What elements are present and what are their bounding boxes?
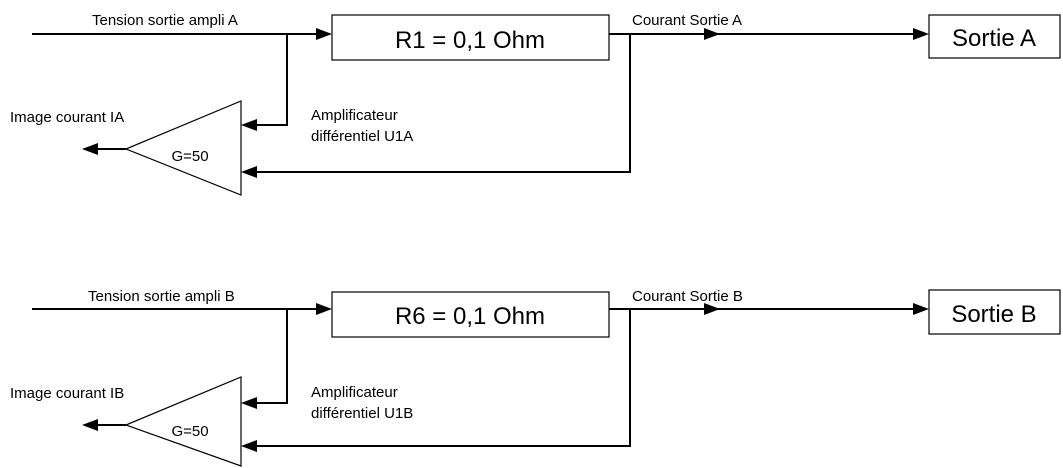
- resistor-box-b: [331, 291, 610, 338]
- output-label-b: Sortie B: [951, 301, 1036, 328]
- current-label-b: Courant Sortie B: [632, 288, 743, 305]
- input-arrow-a: [316, 28, 332, 40]
- feedback-output-arrow-b: [241, 440, 257, 452]
- channel-b: Tension sortie ampli B R6 = 0,1 Ohm Cour…: [10, 288, 1061, 467]
- feedback-input-arrow-a: [241, 119, 257, 131]
- feedback-input-arrow-b: [241, 397, 257, 409]
- resistor-label-a: R1 = 0,1 Ohm: [395, 27, 545, 54]
- amplifier-b: [124, 376, 242, 467]
- input-arrow-b: [316, 303, 332, 315]
- output-box-a: [928, 14, 1061, 59]
- amp-label-a-line1: Amplificateur: [311, 107, 398, 124]
- gain-label-b: G=50: [171, 423, 208, 440]
- channel-a: Tension sortie ampli A R1 = 0,1 Ohm Cour…: [10, 12, 1061, 196]
- amp-label-b-line1: Amplificateur: [311, 384, 398, 401]
- gain-label-a: G=50: [171, 148, 208, 165]
- feedback-output-arrow-a: [241, 166, 257, 178]
- input-label-a: Tension sortie ampli A: [92, 12, 238, 29]
- input-label-b: Tension sortie ampli B: [88, 288, 235, 305]
- output-label-a: Sortie A: [952, 25, 1036, 52]
- resistor-label-b: R6 = 0,1 Ohm: [395, 303, 545, 330]
- amp-label-a-line2: différentiel U1A: [311, 128, 413, 145]
- feedback-output-wire-b: [255, 309, 631, 447]
- image-label-b: Image courant IB: [10, 385, 124, 402]
- output-arrow-a: [913, 28, 929, 40]
- feedback-input-wire-a: [255, 34, 288, 126]
- amplifier-a: [124, 100, 242, 196]
- image-arrow-a: [82, 143, 98, 155]
- feedback-input-wire-b: [255, 309, 288, 404]
- resistor-box-a: [331, 14, 610, 61]
- image-arrow-b: [82, 419, 98, 431]
- current-label-a: Courant Sortie A: [632, 12, 742, 29]
- amp-label-b-line2: différentiel U1B: [311, 405, 413, 422]
- current-arrow-a: [704, 28, 720, 40]
- feedback-output-wire-a: [255, 34, 631, 173]
- image-label-a: Image courant IA: [10, 109, 124, 126]
- current-arrow-b: [704, 303, 720, 315]
- output-box-b: [928, 289, 1061, 335]
- output-arrow-b: [913, 303, 929, 315]
